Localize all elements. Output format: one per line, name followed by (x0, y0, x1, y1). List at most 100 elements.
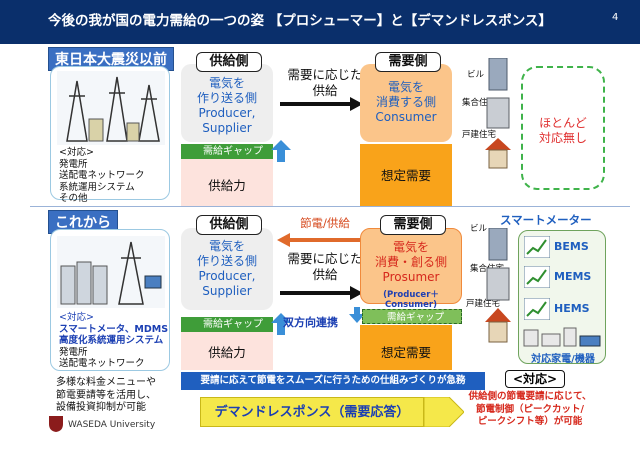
note-line: 節電要請等を活用し、 (56, 389, 156, 401)
title-bar (0, 0, 640, 44)
before-demand-desc: 電気を 消費する側 Consumer (362, 80, 450, 125)
smart-meter-label: スマートメーター (500, 213, 592, 227)
note-item: 送配電ネットワーク (59, 358, 145, 369)
building-label-office: ビル (470, 224, 488, 234)
desc-line: Producer, (198, 269, 256, 283)
before-supply-power-box (181, 159, 273, 207)
desc-line: 消費する側 (375, 95, 436, 109)
response-line: 節電制御（ピークカット/ (476, 403, 584, 415)
desc-line: 消費・創る側 (374, 255, 447, 269)
note-item: その他 (59, 193, 88, 204)
before-gap-up-arrow (271, 140, 291, 162)
after-supply-arrow (280, 286, 363, 300)
desc-line: Prosumer (382, 270, 440, 284)
note-item: 系統運用システム (59, 181, 135, 193)
after-gap-bar-right: 需給ギャップ (362, 309, 462, 324)
before-none-text: ほとんど 対応無し (521, 116, 605, 146)
after-infra-panel: <対応> スマートメータ、MDMS 高度化系統運用システム 発電所 送配電ネット… (50, 229, 170, 371)
note-item: 発電所 (59, 346, 88, 358)
bottom-left-notes: 多様な料金メニューや 節電要請等を活用し、 設備投資抑制が可能 (56, 377, 156, 415)
bems-label: BEMS (554, 240, 589, 253)
after-supply-tag: 供給側 (196, 215, 262, 235)
before-assumed-demand-box (360, 144, 452, 207)
desc-line: 作り送る側 (196, 254, 257, 268)
note-item: 送配電ネットワーク (59, 170, 145, 181)
after-gap-up-arrow (271, 313, 291, 335)
desc-line: Supplier (202, 284, 252, 298)
notes-heading: <対応> (59, 147, 94, 158)
before-supply-box (181, 64, 273, 142)
after-demand-tag: 需要側 (380, 215, 446, 235)
before-demand-tag: 需要側 (375, 52, 441, 72)
desc-line: 作り送る側 (196, 91, 257, 105)
before-none-box (521, 66, 605, 190)
desc-line: Supplier (202, 121, 252, 135)
demand-response-arrow (424, 397, 464, 427)
university-crest-icon (49, 416, 63, 432)
saving-label: 節電/供給 (300, 216, 350, 230)
before-assumed-demand: 想定需要 (380, 168, 431, 183)
after-supply-power-box (181, 332, 273, 370)
desc-line: Consumer (375, 110, 437, 124)
after-demand-desc: 電気を 消費・創る側 Prosumer (361, 240, 461, 285)
response-line: 供給側の節電要請に応じて、 (468, 391, 592, 402)
page-number: 4 (612, 12, 619, 23)
after-assumed-demand: 想定需要 (380, 345, 431, 360)
before-notes: <対応> 発電所 送配電ネットワーク 系統運用システム その他 (59, 147, 145, 205)
response-line: ピークシフト等）が可能 (477, 416, 583, 427)
before-supply-tag: 供給側 (196, 52, 262, 72)
saving-arrow (277, 233, 360, 247)
section-divider (30, 206, 630, 207)
mems-label: MEMS (554, 270, 592, 283)
before-arrow-label: 需要に応じた 供給 (283, 67, 367, 99)
none-text-line: 対応無し (538, 131, 587, 145)
prosumer-subtitle: (Producer＋Consumer) (383, 290, 439, 310)
after-supply-box (181, 228, 273, 310)
arrow-label-line: 供給 (312, 267, 338, 282)
before-supply-power: 供給力 (208, 178, 246, 193)
desc-line: 電気を (208, 239, 245, 253)
mems-chart-icon (524, 266, 550, 288)
response-title: <対応> (505, 370, 565, 388)
building-label-office: ビル (467, 70, 485, 80)
desc-line: 電気を (392, 240, 429, 254)
before-supply-desc: 電気を 作り送る側 Producer, Supplier (183, 76, 271, 136)
desc-line: Producer, (198, 106, 256, 120)
arrow-label-line: 供給 (312, 83, 338, 98)
response-text: 供給側の節電要請に応じて、 節電制御（ピークカット/ ピークシフト等）が可能 (430, 391, 630, 429)
building-icons (485, 228, 511, 343)
building-label-apartment: 集合住宅 (462, 98, 497, 108)
request-banner: 要請に応えて節電をスムーズに行うための仕組みづくりが急務 (181, 372, 485, 390)
notes-heading: <対応> (59, 312, 94, 323)
before-gap-bar: 需給ギャップ (181, 144, 273, 159)
after-supply-power: 供給力 (208, 345, 246, 360)
before-supply-arrow (280, 97, 363, 111)
note-item: 発電所 (59, 158, 88, 170)
after-supply-desc: 電気を 作り送る側 Producer, Supplier (183, 239, 271, 299)
hems-label: HEMS (554, 302, 590, 315)
bidirectional-label: 双方向連携 (283, 316, 338, 329)
power-infrastructure-icon (57, 71, 165, 145)
building-label-house: 戸建住宅 (462, 130, 497, 140)
bems-chart-icon (524, 236, 550, 258)
after-arrow-label: 需要に応じた 供給 (283, 251, 367, 283)
after-assumed-demand-box (360, 325, 452, 370)
after-notes: <対応> スマートメータ、MDMS 高度化系統運用システム 発電所 送配電ネット… (59, 312, 168, 370)
smart-grid-infrastructure-icon (57, 236, 165, 308)
after-demand-box (360, 228, 462, 304)
hems-chart-icon (524, 298, 550, 320)
note-item: スマートメータ、MDMS (59, 323, 169, 335)
desc-line: 電気を (208, 76, 245, 90)
page-title: 今後の我が国の電力需給の一つの姿 【プロシューマー】と【デマンドレスポンス】 (48, 13, 552, 29)
appliance-icons (523, 327, 601, 347)
before-infra-panel: <対応> 発電所 送配電ネットワーク 系統運用システム その他 (50, 66, 170, 204)
note-line: 設備投資抑制が可能 (56, 402, 146, 413)
building-icons (485, 58, 511, 169)
note-item: 高度化系統運用システム (59, 335, 164, 346)
arrow-label-line: 需要に応じた (287, 67, 363, 82)
none-text-line: ほとんど (539, 116, 587, 130)
demand-response-box: デマンドレスポンス（需要応答） (200, 397, 424, 427)
desc-line: 電気を (387, 80, 424, 94)
after-gap-down-arrow (349, 307, 365, 323)
university-name: WASEDA University (68, 420, 156, 430)
